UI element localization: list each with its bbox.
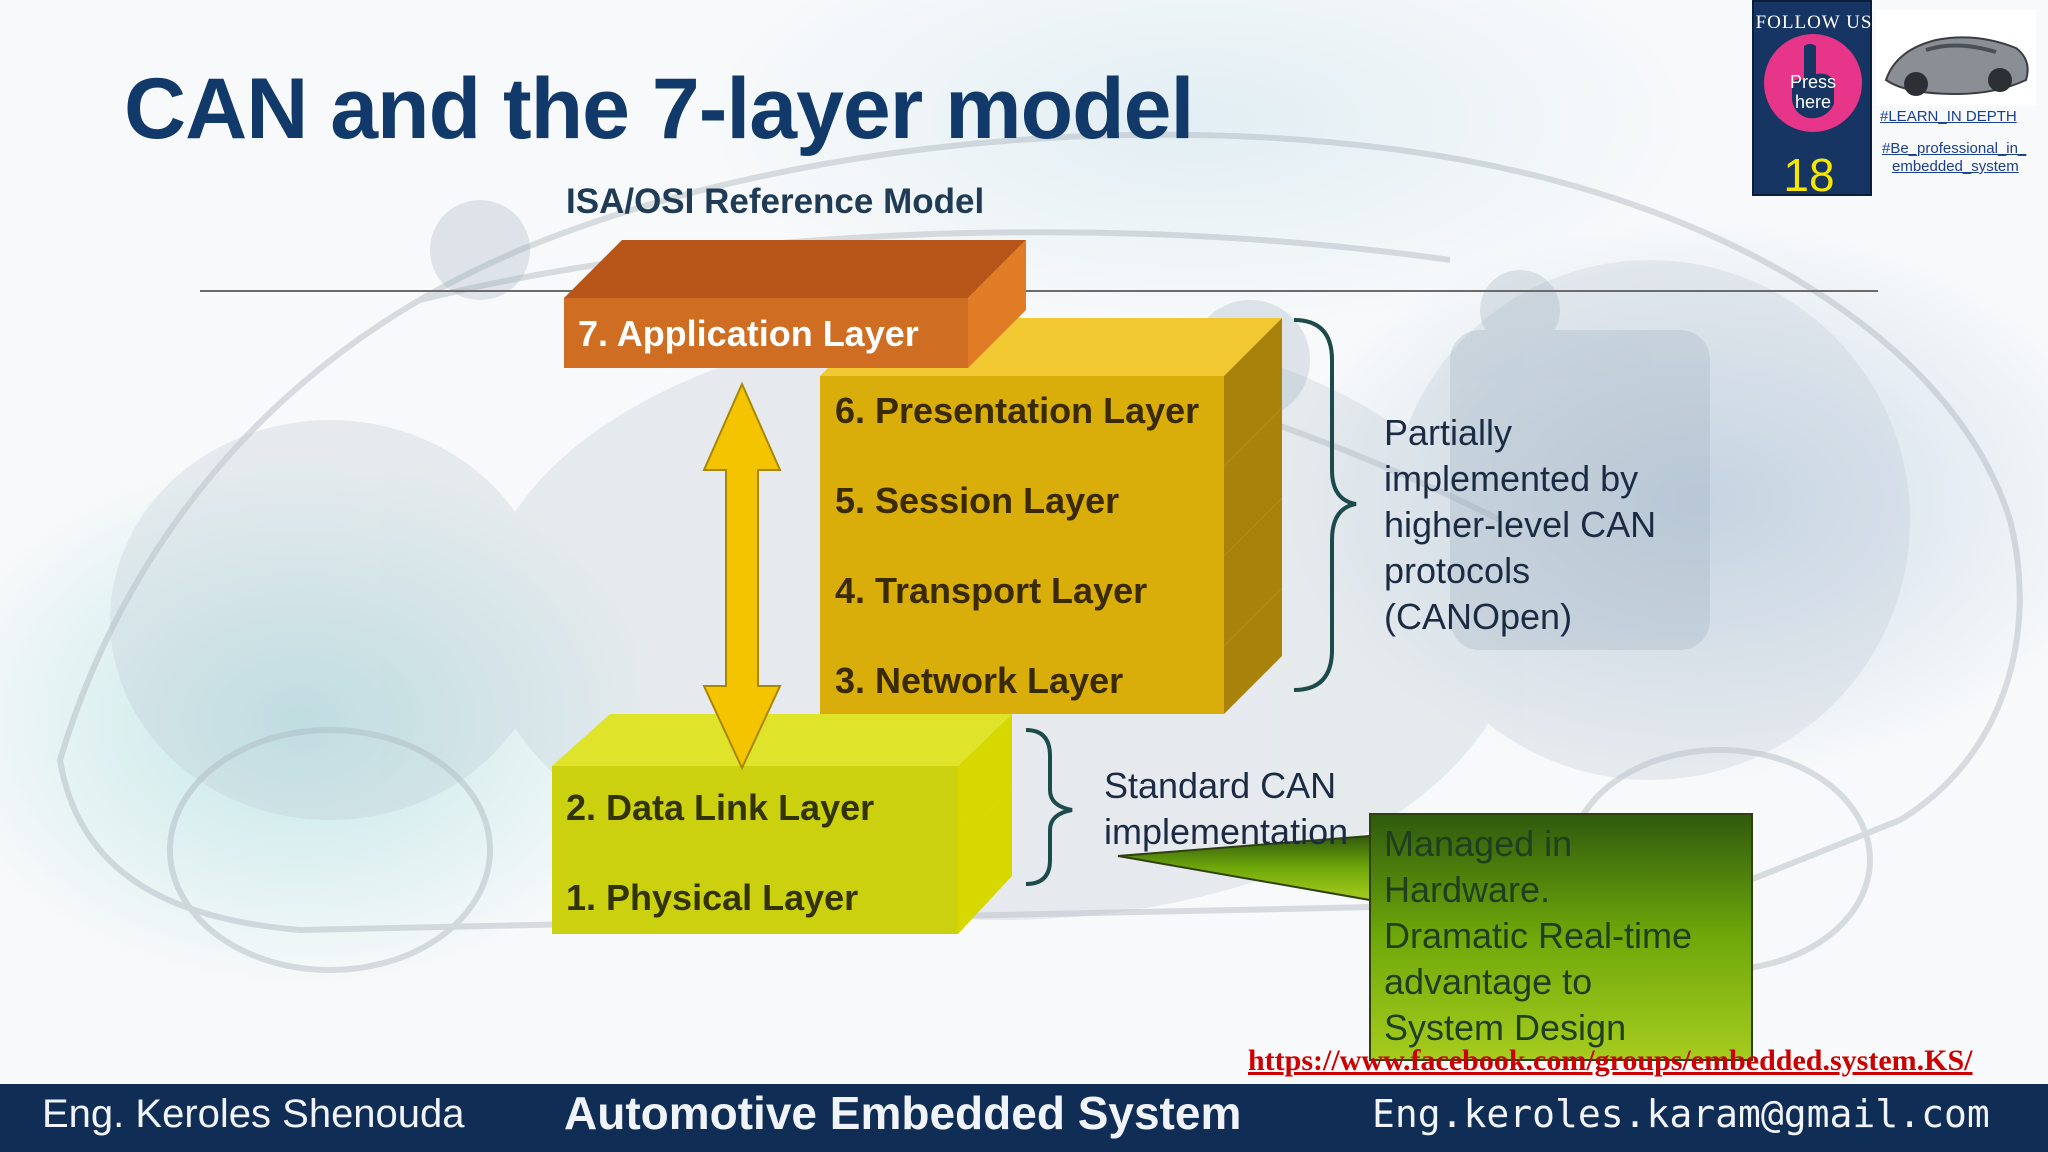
partial-note-line: Partially xyxy=(1384,412,1513,453)
hashtag-be-professional[interactable]: #Be_professional_in_ xyxy=(1882,140,2027,157)
diagram-subtitle: ISA/OSI Reference Model xyxy=(566,182,985,221)
footer-course-title: Automotive Embedded System xyxy=(564,1087,1242,1139)
brace-lower-layers xyxy=(1025,728,1073,886)
layer-7-application: 7. Application Layer xyxy=(564,240,1026,368)
standard-note-line: Standard CAN xyxy=(1104,765,1337,806)
layer-3-label: 3. Network Layer xyxy=(835,660,1123,701)
follow-count: 18 xyxy=(1783,149,1835,201)
footer-email: Eng.keroles.karam@gmail.com xyxy=(1372,1092,1990,1136)
footer-bar xyxy=(0,1084,2048,1152)
callout-box xyxy=(1369,813,1753,1061)
layer-4-label: 4. Transport Layer xyxy=(835,570,1147,611)
divider-line xyxy=(200,290,1878,292)
layer-6-label: 6. Presentation Layer xyxy=(835,390,1199,431)
callout-line: Dramatic Real-time xyxy=(1384,915,1693,956)
callout-line: Managed in xyxy=(1384,823,1573,864)
callout-line: Hardware. xyxy=(1384,869,1551,910)
standard-note-line: implementation xyxy=(1104,811,1349,852)
layer-2-data-link: 2. Data Link Layer xyxy=(552,714,1012,844)
layer-7-label: 7. Application Layer xyxy=(578,313,919,354)
partial-note-line: implemented by xyxy=(1384,458,1639,499)
hashtag-embedded-system[interactable]: embedded_system xyxy=(1892,158,2019,175)
press-here-text: Press here xyxy=(1764,72,1862,112)
car-thumbnail-image xyxy=(1876,10,2036,106)
press-line: here xyxy=(1794,92,1832,112)
hashtag-learn-in-depth[interactable]: #LEARN_IN DEPTH xyxy=(1880,108,2017,125)
follow-us-widget[interactable]: FOLLOW US Press here 18 xyxy=(1752,0,1873,201)
slide-title: CAN and the 7-layer model xyxy=(124,61,1194,157)
press-line: Press xyxy=(1789,72,1836,92)
footer-author: Eng. Keroles Shenouda xyxy=(42,1092,465,1136)
double-arrow-icon xyxy=(702,381,782,771)
partial-note-line: higher-level CAN xyxy=(1384,504,1657,545)
facebook-group-link[interactable]: https://www.facebook.com/groups/embedded… xyxy=(1248,1044,1973,1077)
brace-upper-layers xyxy=(1293,318,1357,692)
follow-us-label: FOLLOW US xyxy=(1755,12,1873,33)
press-here-button[interactable] xyxy=(1764,34,1862,132)
partial-note-line: protocols xyxy=(1384,550,1531,591)
callout-line: advantage to xyxy=(1384,961,1593,1002)
standard-can-note: Standard CAN implementation xyxy=(1104,763,1384,855)
pointing-hand-icon xyxy=(1792,44,1834,119)
partial-note-line: (CANOpen) xyxy=(1384,596,1573,637)
callout-line: System Design xyxy=(1384,1007,1627,1048)
partial-implementation-note: Partially implemented by higher-level CA… xyxy=(1384,410,1714,640)
layer-6-presentation: 6. Presentation Layer xyxy=(820,318,1282,466)
layer-1-label: 1. Physical Layer xyxy=(566,877,858,918)
layer-2-label: 2. Data Link Layer xyxy=(566,787,874,828)
callout-text: Managed in Hardware. Dramatic Real-time … xyxy=(1384,821,1734,1051)
layer-5-label: 5. Session Layer xyxy=(835,480,1119,521)
